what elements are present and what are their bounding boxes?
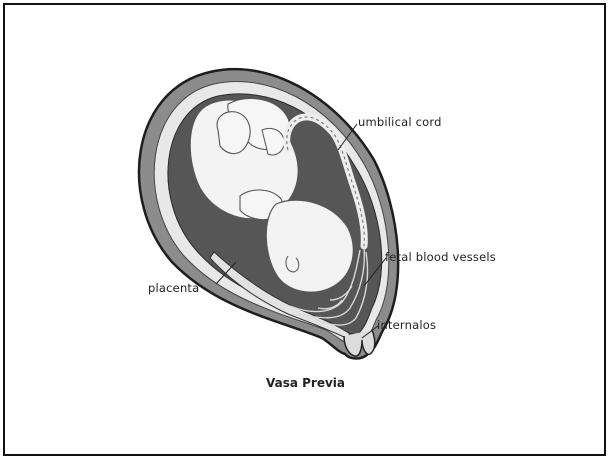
label-fetal-blood-vessels: fetal blood vessels [385,250,496,264]
label-umbilical-cord: umbilical cord [358,115,442,129]
diagram-caption: Vasa Previa [0,376,611,390]
label-internal-os: internalos [377,318,436,332]
label-placenta: placenta [148,281,199,295]
